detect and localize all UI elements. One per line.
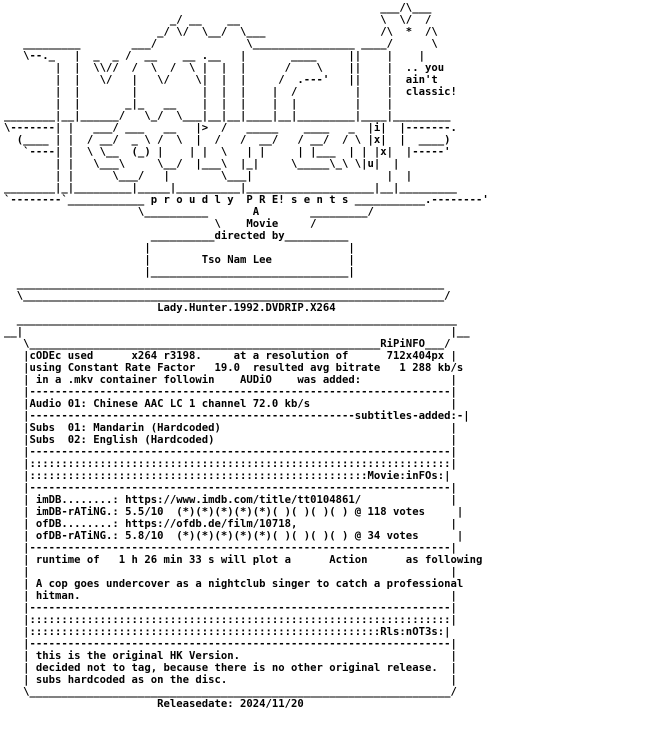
- nfo-line: _/ \/ \__/ \___ /\ * /\: [4, 26, 438, 38]
- nfo-line: |:::::::::::::::::::::::::::::::::::::::…: [4, 470, 451, 482]
- nfo-line: | this is the original HK Version. |: [4, 650, 457, 662]
- nfo-line: |---------------------------------------…: [4, 410, 470, 422]
- nfo-line: | subs hardcoded as on the disc. |: [4, 674, 457, 686]
- nfo-line: \_______________________________________…: [4, 686, 457, 698]
- nfo-line: | hitman. |: [4, 590, 457, 602]
- nfo-line: \__________ A _________/: [4, 206, 374, 218]
- nfo-line: | | \___\ \__/ |___\ |_| \_____\_\ \|u| …: [4, 158, 400, 170]
- nfo-line: | | \\// / \ / \ | | | / \ || | .. you: [4, 62, 445, 74]
- nfo-line: `--------`____________ p r o u d l y P R…: [4, 194, 489, 206]
- nfo-line: |---------------------------------------…: [4, 446, 457, 458]
- nfo-line: | in a .mkv container followin AUDiO was…: [4, 374, 457, 386]
- nfo-line: [4, 710, 644, 722]
- nfo-line: | runtime of 1 h 26 min 33 s will plot a…: [4, 554, 483, 566]
- nfo-line: ________________________________________…: [4, 278, 445, 290]
- nfo-line: |---------------------------------------…: [4, 638, 457, 650]
- nfo-line: |:::::::::::::::::::::::::::::::::::::::…: [4, 614, 457, 626]
- nfo-line: | imDB-rATiNG.: 5.5/10 (*)(*)(*)(*)(*)( …: [4, 506, 464, 518]
- nfo-line: \_______________________________________…: [4, 338, 451, 350]
- nfo-line: ________|__|______/ \_/ \___|__|__|____|…: [4, 110, 451, 122]
- nfo-line: __| |__: [4, 326, 470, 338]
- nfo-line: | imDB........: https://www.imdb.com/tit…: [4, 494, 457, 506]
- nfo-line: |:::::::::::::::::::::::::::::::::::::::…: [4, 626, 451, 638]
- nfo-line: | A cop goes undercover as a nightclub s…: [4, 578, 464, 590]
- nfo-line: | ofDB........: https://ofdb.de/film/107…: [4, 518, 457, 530]
- nfo-line: | | \___/ | \___| | |: [4, 170, 413, 182]
- nfo-line: (____ | | / __/ _ \ / \ | / / __/ / __/ …: [4, 134, 451, 146]
- nfo-line: |---------------------------------------…: [4, 482, 457, 494]
- nfo-line: |:::::::::::::::::::::::::::::::::::::::…: [4, 458, 457, 470]
- nfo-line: `----| | \ \__ (_) | | | \ | | | |___ | …: [4, 146, 451, 158]
- nfo-line: _________ ___/ \________________ ____/ \: [4, 38, 438, 50]
- nfo-line: | | _|_ __ | | | | | | |: [4, 98, 394, 110]
- nfo-line: |---------------------------------------…: [4, 542, 457, 554]
- nfo-line: |---------------------------------------…: [4, 602, 457, 614]
- nfo-line: |Audio 01: Chinese AAC LC 1 channel 72.0…: [4, 398, 457, 410]
- nfo-line: Lady.Hunter.1992.DVDRIP.X264: [4, 302, 336, 314]
- nfo-line: \-------| | ___/ ___ __ |> / _____ ____ …: [4, 122, 457, 134]
- nfo-line: _/ __ __ \ \/ /: [4, 14, 432, 26]
- nfo-line: |cODEc used x264 r3198. at a resolution …: [4, 350, 457, 362]
- nfo-line: ________________________________________…: [4, 314, 457, 326]
- nfo-line: \--._ | _ _ / __ __ .__ | ____ || | |: [4, 50, 425, 62]
- nfo-line: | | \/ | \/ \| | | / .---' || | ain't: [4, 74, 438, 86]
- nfo-line: |Subs 01: Mandarin (Hardcoded) |: [4, 422, 457, 434]
- nfo-line: __________directed by__________: [4, 230, 349, 242]
- nfo-line: | | | | | | | / | | classic!: [4, 86, 457, 98]
- nfo-line: | decided not to tag, because there is n…: [4, 662, 457, 674]
- nfo-line: \ Movie /: [4, 218, 317, 230]
- nfo-line: |using Constant Rate Factor 19.0 resulte…: [4, 362, 464, 374]
- nfo-line: | ofDB-rATiNG.: 5.8/10 (*)(*)(*)(*)(*)( …: [4, 530, 464, 542]
- nfo-line: Releasedate: 2024/11/20: [4, 698, 304, 710]
- nfo-line: |_______________________________|: [4, 266, 355, 278]
- nfo-line: | |: [4, 242, 355, 254]
- nfo-line: |Subs 02: English (Hardcoded) |: [4, 434, 457, 446]
- nfo-line: |---------------------------------------…: [4, 386, 457, 398]
- nfo-line: \_______________________________________…: [4, 290, 451, 302]
- nfo-line: | Tso Nam Lee |: [4, 254, 355, 266]
- nfo-line: | |: [4, 566, 457, 578]
- nfo-line: ___/\___: [4, 2, 432, 14]
- nfo-line: ________|_|_________|_____|__________|__…: [4, 182, 457, 194]
